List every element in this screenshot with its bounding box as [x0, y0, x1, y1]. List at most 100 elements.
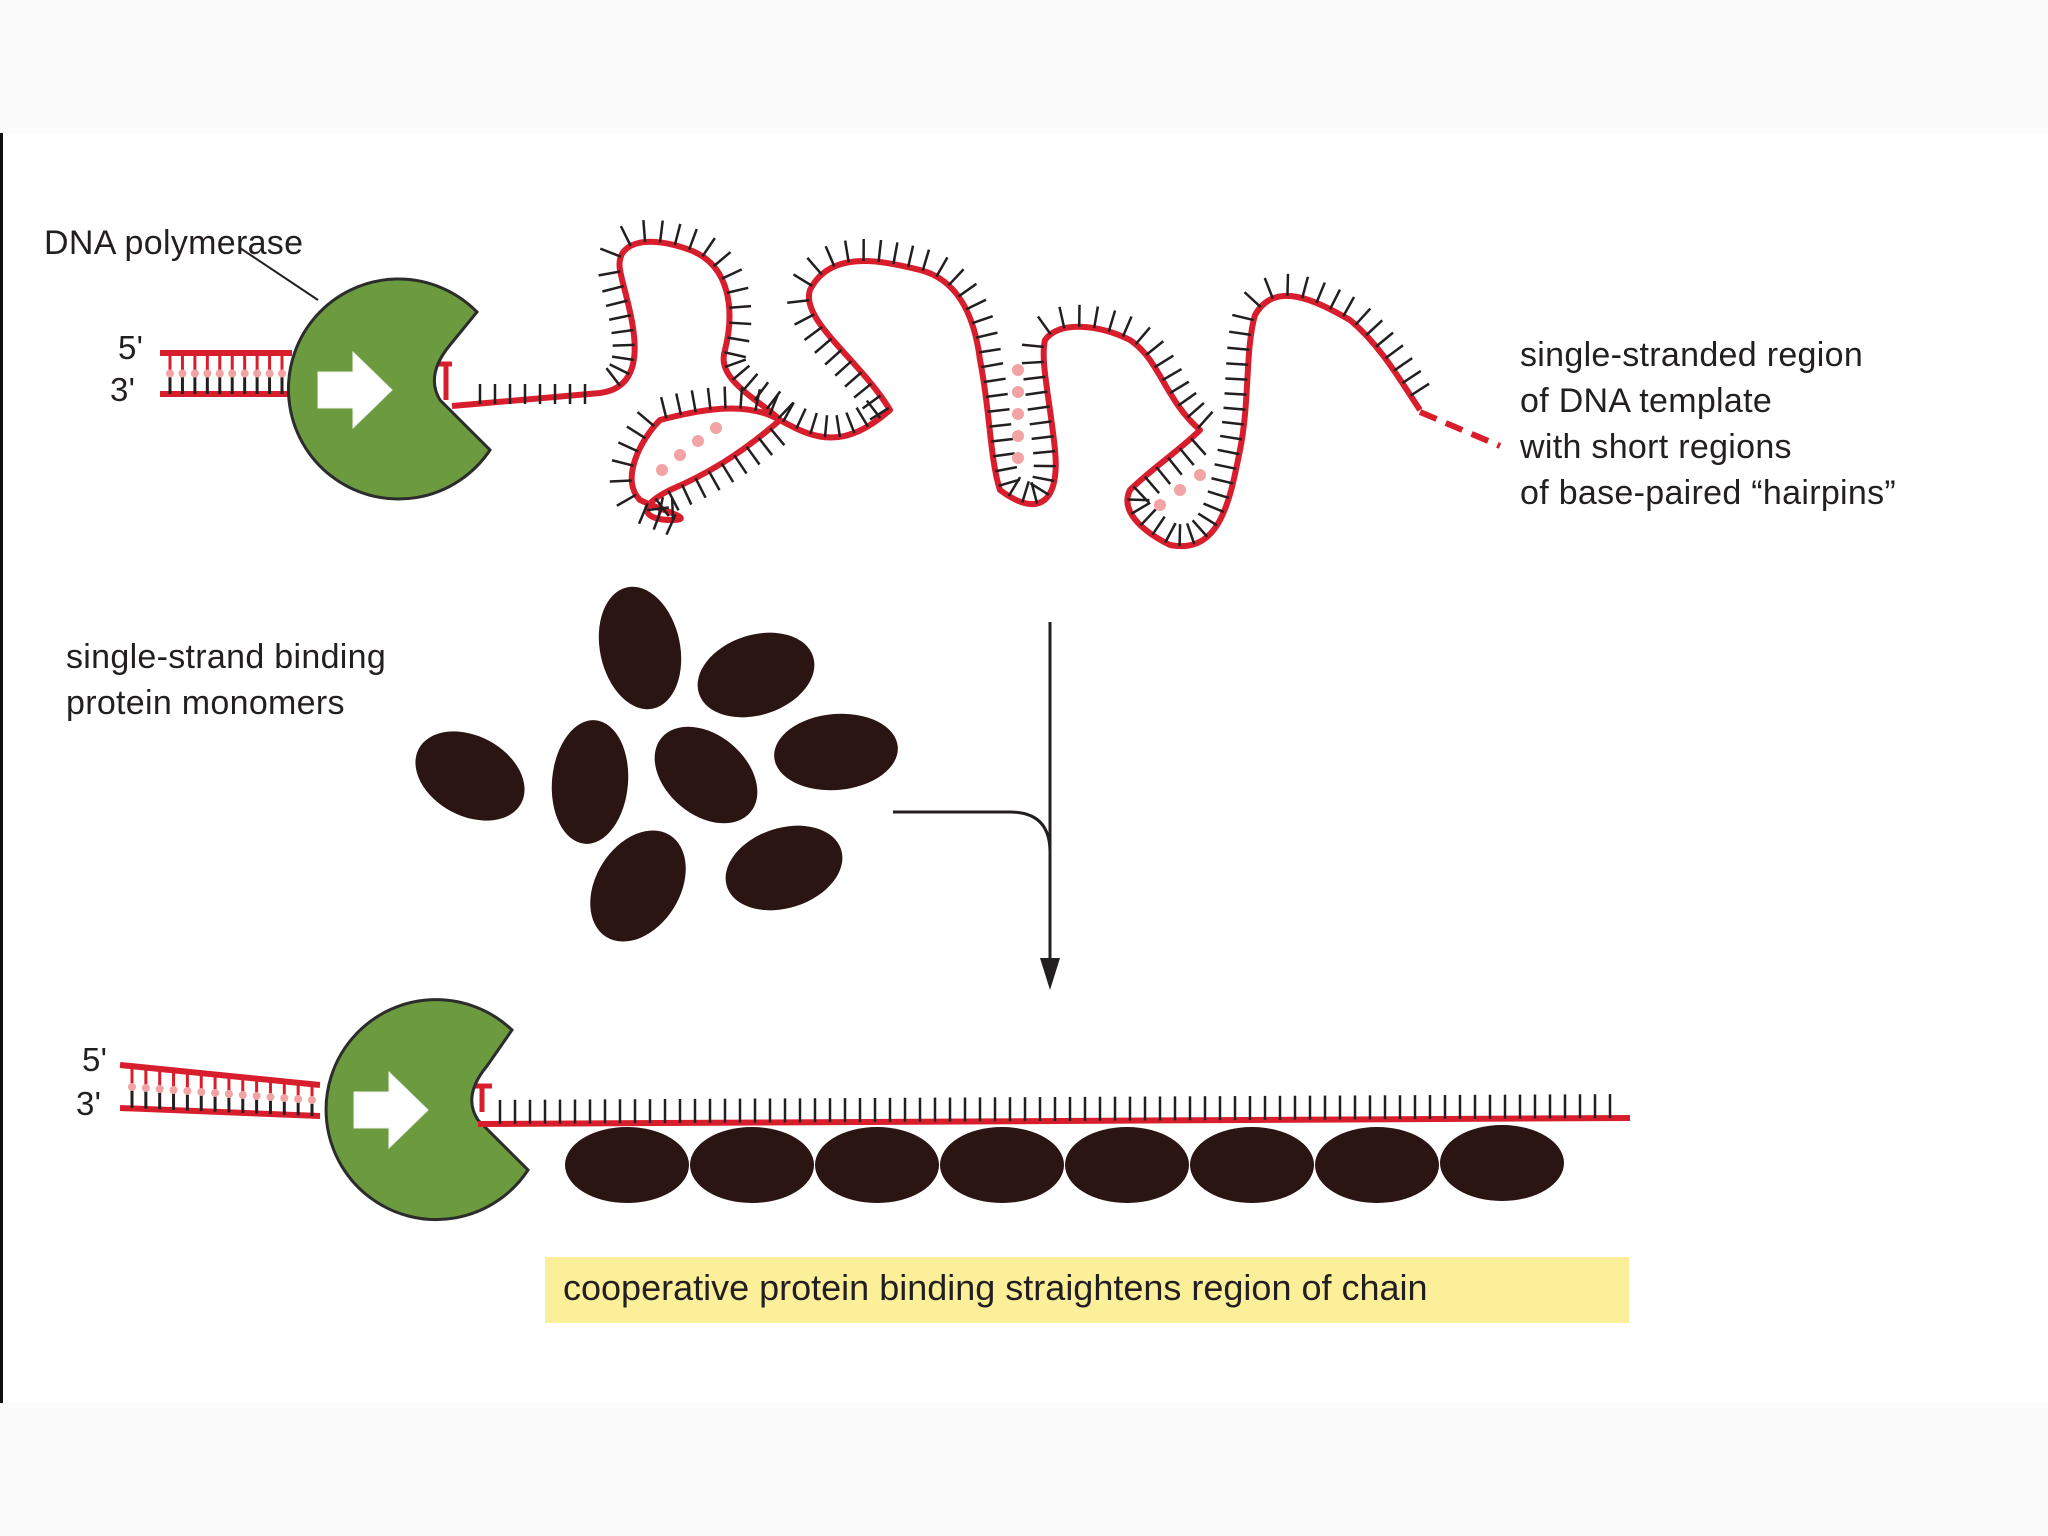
template-base — [724, 358, 747, 369]
template-base — [957, 282, 978, 298]
template-base — [757, 436, 774, 456]
template-base — [845, 412, 856, 434]
template-base — [690, 390, 697, 413]
template-base — [724, 351, 747, 359]
template-base — [1161, 368, 1183, 382]
template-base — [1223, 406, 1246, 411]
template-base — [680, 484, 693, 506]
template-base — [720, 462, 735, 483]
template-base — [1107, 310, 1117, 332]
template-base — [1191, 519, 1209, 538]
bound-ssb-protein — [815, 1127, 939, 1203]
template-base — [637, 502, 649, 525]
template-base — [892, 242, 899, 265]
template-base — [1167, 456, 1183, 476]
template-base — [754, 388, 762, 412]
template-base — [1354, 307, 1372, 326]
template-base — [619, 225, 632, 247]
template-base — [792, 273, 813, 288]
template-base — [673, 223, 682, 246]
ssb-monomer — [415, 731, 525, 821]
template-base — [987, 407, 1010, 413]
template-base — [983, 377, 1006, 384]
template-base — [706, 387, 712, 410]
base-pair-dot — [228, 369, 237, 378]
template-base — [906, 245, 915, 268]
template-base — [835, 414, 842, 438]
template-base — [739, 386, 744, 409]
template-base — [769, 427, 786, 447]
template-base — [998, 478, 1021, 488]
base-pair-dot — [155, 1085, 164, 1093]
ssb-monomer — [725, 825, 843, 911]
template-base — [1214, 463, 1237, 471]
reaction-arrow — [893, 622, 1060, 990]
right-arrow-icon — [353, 1070, 429, 1150]
template-base — [612, 343, 635, 347]
template-base — [1197, 512, 1218, 527]
top-polymerase — [286, 277, 492, 501]
template-base — [1154, 354, 1175, 369]
template-base — [1121, 315, 1133, 338]
base-pair-dot — [169, 1086, 178, 1094]
base-pair-dot — [294, 1095, 303, 1103]
template-base — [652, 508, 663, 530]
bottom-duplex-base-pairs — [128, 1066, 316, 1116]
template-base — [823, 415, 829, 438]
template-base — [843, 240, 850, 263]
template-label-line: of base-paired “hairpins” — [1520, 474, 1897, 512]
template-base — [1151, 515, 1166, 536]
template-base — [605, 299, 628, 308]
template-base — [1029, 420, 1052, 426]
bottom-polymerase — [324, 998, 530, 1222]
ssb-label-line: single-strand binding — [66, 638, 387, 676]
template-base — [1092, 306, 1100, 329]
template-base — [1315, 282, 1326, 304]
template-base — [1211, 477, 1234, 485]
template-base — [707, 470, 721, 491]
template-base — [1023, 375, 1046, 381]
template-base — [742, 372, 759, 392]
template-base — [1231, 313, 1254, 322]
template-base — [1190, 437, 1207, 456]
template-label-line: with short regions — [1520, 428, 1792, 466]
template-base — [921, 249, 931, 272]
template-base — [861, 394, 882, 410]
bound-ssb-protein — [940, 1127, 1064, 1203]
template-base — [712, 251, 732, 268]
template-base — [1196, 410, 1214, 429]
straightened-template-bases — [498, 1094, 1612, 1124]
template-base — [608, 313, 632, 321]
straightened-strand — [477, 1094, 1631, 1127]
template-base — [1393, 357, 1413, 372]
base-pair-dot — [252, 1092, 261, 1100]
template-base — [675, 393, 683, 416]
template-base — [824, 348, 843, 366]
base-pair-dot — [253, 369, 262, 378]
template-base — [745, 445, 761, 466]
template-base — [1177, 391, 1197, 407]
bottom-band — [0, 1403, 2048, 1536]
ssb-monomer — [590, 830, 686, 942]
template-base — [1139, 508, 1157, 527]
template-base — [1007, 476, 1022, 497]
base-pair-dot — [141, 1084, 150, 1092]
top-duplex-base-pairs — [166, 353, 286, 394]
template-base — [975, 331, 998, 339]
caption-text: cooperative protein binding straightens … — [563, 1267, 1428, 1308]
template-base — [1134, 326, 1151, 346]
base-pair-dot — [215, 369, 224, 378]
caption-highlight: cooperative protein binding straightens … — [545, 1257, 1629, 1323]
template-base — [1365, 319, 1384, 337]
base-pair-dot — [203, 369, 212, 378]
template-base — [1021, 360, 1045, 365]
base-pair-dot — [224, 1090, 233, 1098]
bound-ssb-protein — [690, 1127, 814, 1203]
bound-ssb-protein — [1315, 1127, 1439, 1203]
template-base — [1243, 291, 1262, 309]
template-base — [981, 362, 1004, 369]
template-base — [1058, 306, 1066, 329]
base-pair-dot — [308, 1096, 316, 1104]
template-base — [611, 459, 634, 467]
